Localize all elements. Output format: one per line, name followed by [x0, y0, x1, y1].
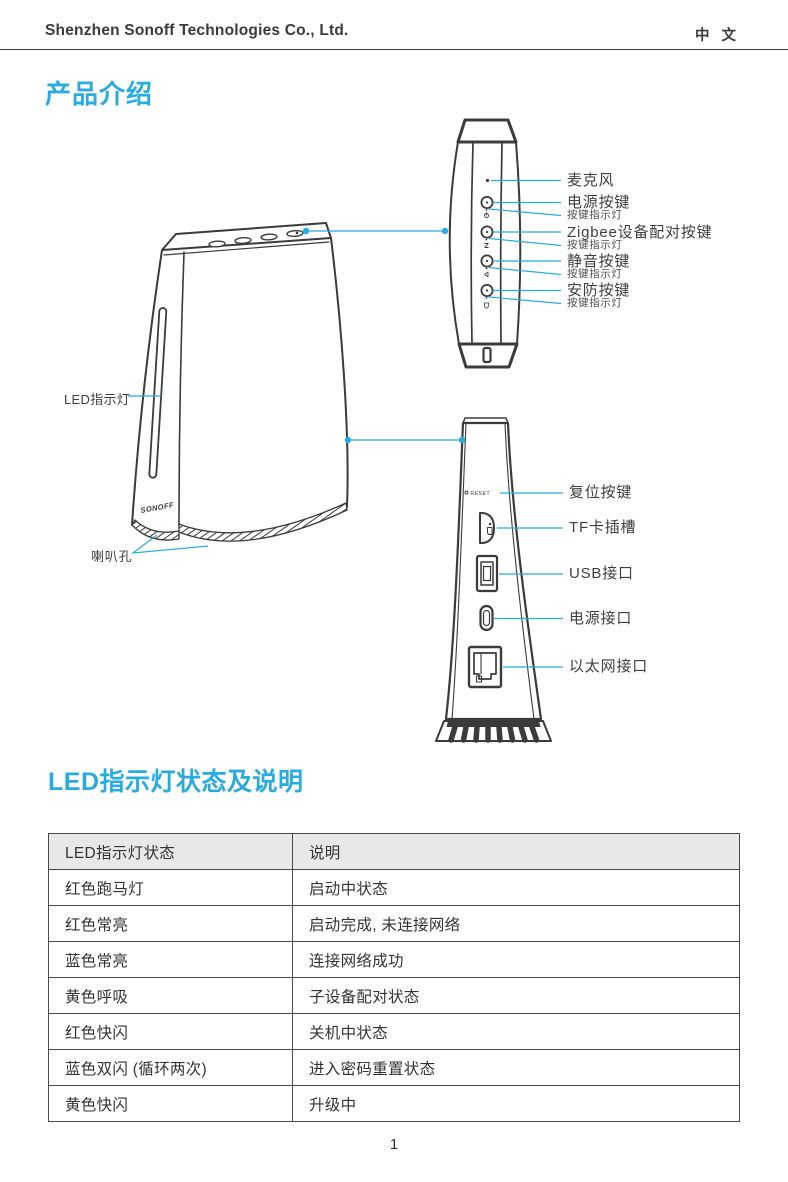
front-panel-illustration: [448, 118, 522, 369]
table-row: 蓝色双闪 (循环两次) 进入密码重置状态: [48, 1049, 740, 1086]
front-mic-hole: [485, 178, 490, 183]
language-label: 中 文: [694, 28, 740, 44]
back-panel-illustration: RESET: [435, 417, 552, 743]
security-button-icon: [480, 283, 494, 309]
led-strip-slot: [148, 307, 168, 479]
table-cell-description: 子设备配对状态: [292, 977, 740, 1014]
table-row: 红色快闪 关机中状态: [48, 1013, 740, 1050]
zigbee-indicator-icon: [484, 243, 489, 248]
usb-port-icon: [475, 554, 499, 593]
page-number: 1: [389, 1136, 399, 1153]
table-cell-description: 启动完成, 未连接网络: [292, 905, 740, 942]
ethernet-port-icon: [467, 645, 503, 689]
section-title-led-status: LED指示灯状态及说明: [48, 768, 304, 796]
label-power-port: 电源接口: [569, 610, 633, 627]
table-cell-description: 进入密码重置状态: [292, 1049, 740, 1086]
power-button-icon: [480, 195, 494, 218]
label-usb-port: USB接口: [569, 565, 634, 582]
led-status-table: LED指示灯状态 说明 红色跑马灯 启动中状态 红色常亮 启动完成, 未连接网络…: [48, 833, 740, 1122]
table-header-state: LED指示灯状态: [48, 833, 293, 870]
speaker-grille-left: [131, 519, 180, 541]
table-header-row: LED指示灯状态 说明: [48, 833, 740, 870]
label-reset-button: 复位按键: [569, 484, 633, 501]
power-indicator-icon: [484, 212, 489, 218]
mute-indicator-icon: [484, 271, 489, 278]
device-logo-text: SONOFF: [140, 500, 175, 515]
label-security-button: 安防按键: [567, 282, 631, 299]
callout-lines: [128, 179, 563, 668]
label-mute-indicator: 按键指示灯: [567, 268, 623, 280]
table-cell-state: 红色常亮: [48, 905, 293, 942]
table-row: 红色跑马灯 启动中状态: [48, 869, 740, 906]
label-zigbee-indicator: 按键指示灯: [567, 239, 623, 251]
label-power-indicator: 按键指示灯: [567, 209, 623, 221]
table-row: 黄色呼吸 子设备配对状态: [48, 977, 740, 1014]
zigbee-button-icon: [480, 225, 494, 248]
table-cell-state: 蓝色常亮: [48, 941, 293, 978]
table-cell-state: 黄色呼吸: [48, 977, 293, 1014]
label-zigbee-button: Zigbee设备配对按键: [567, 224, 713, 241]
company-name: Shenzhen Sonoff Technologies Co., Ltd.: [45, 22, 349, 39]
label-ethernet-port: 以太网接口: [569, 658, 649, 675]
label-tf-card-slot: TF卡插槽: [569, 519, 637, 536]
security-indicator-icon: [484, 302, 489, 309]
table-cell-description: 连接网络成功: [292, 941, 740, 978]
label-power-button: 电源按键: [567, 194, 631, 211]
table-cell-description: 升级中: [292, 1085, 740, 1122]
table-cell-state: 黄色快闪: [48, 1085, 293, 1122]
speaker-grille-band: [178, 502, 348, 542]
table-cell-description: 启动中状态: [292, 869, 740, 906]
header-divider: [0, 49, 788, 50]
base-grille: [435, 720, 552, 743]
top-mic-hole: [295, 231, 299, 235]
tf-card-slot-icon: [479, 512, 495, 544]
table-cell-state: 红色快闪: [48, 1013, 293, 1050]
table-cell-state: 红色跑马灯: [48, 869, 293, 906]
svg-text:RESET: RESET: [471, 491, 491, 497]
label-security-indicator: 按键指示灯: [567, 297, 623, 309]
table-cell-description: 关机中状态: [292, 1013, 740, 1050]
table-header-description: 说明: [292, 833, 740, 870]
table-row: 红色常亮 启动完成, 未连接网络: [48, 905, 740, 942]
top-button-holes: [208, 229, 304, 248]
section-title-product-intro: 产品介绍: [45, 79, 154, 109]
power-port-icon: [479, 604, 494, 632]
label-led-indicator: LED指示灯: [64, 392, 131, 407]
label-mute-button: 静音按键: [567, 253, 631, 270]
reset-button-marking: RESET: [464, 490, 491, 497]
table-row: 蓝色常亮 连接网络成功: [48, 941, 740, 978]
main-device-illustration: SONOFF: [131, 222, 349, 542]
label-microphone: 麦克风: [567, 172, 615, 189]
table-cell-state: 蓝色双闪 (循环两次): [48, 1049, 293, 1086]
mute-button-icon: [480, 254, 494, 278]
table-row: 黄色快闪 升级中: [48, 1085, 740, 1122]
label-speaker-holes: 喇叭孔: [91, 549, 133, 564]
